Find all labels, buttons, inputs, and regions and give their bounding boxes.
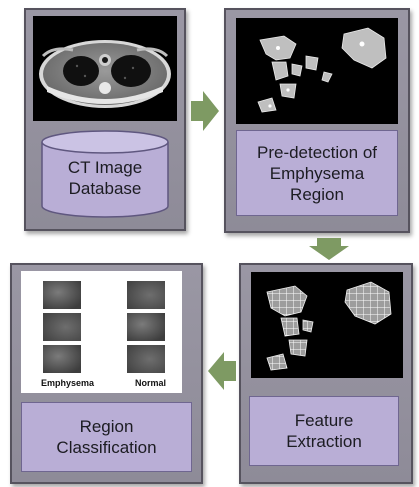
emphysema-caption: Emphysema <box>41 378 95 388</box>
pre-detection-label: Pre-detection of Emphysema Region <box>236 130 398 216</box>
classification-samples-image: Emphysema Normal <box>21 271 182 393</box>
database-label: CT Image Database <box>67 158 143 198</box>
pre-detection-panel: Pre-detection of Emphysema Region <box>224 8 410 233</box>
feature-extraction-panel: Feature Extraction <box>239 263 413 484</box>
arrow-down-icon <box>309 236 349 267</box>
ct-scan-image <box>33 16 177 121</box>
feature-grid-image <box>251 272 403 378</box>
arrow-left-icon <box>206 350 238 397</box>
database-cylinder: CT Image Database <box>40 128 170 218</box>
ct-image-database-panel: CT Image Database <box>24 8 186 231</box>
region-classification-panel: Emphysema Normal Region Classification <box>10 263 203 484</box>
region-classification-label: Region Classification <box>21 402 192 472</box>
feature-extraction-label: Feature Extraction <box>249 396 399 466</box>
normal-caption: Normal <box>135 378 167 388</box>
emphysema-region-image <box>236 18 398 124</box>
arrow-right-icon <box>189 89 221 138</box>
